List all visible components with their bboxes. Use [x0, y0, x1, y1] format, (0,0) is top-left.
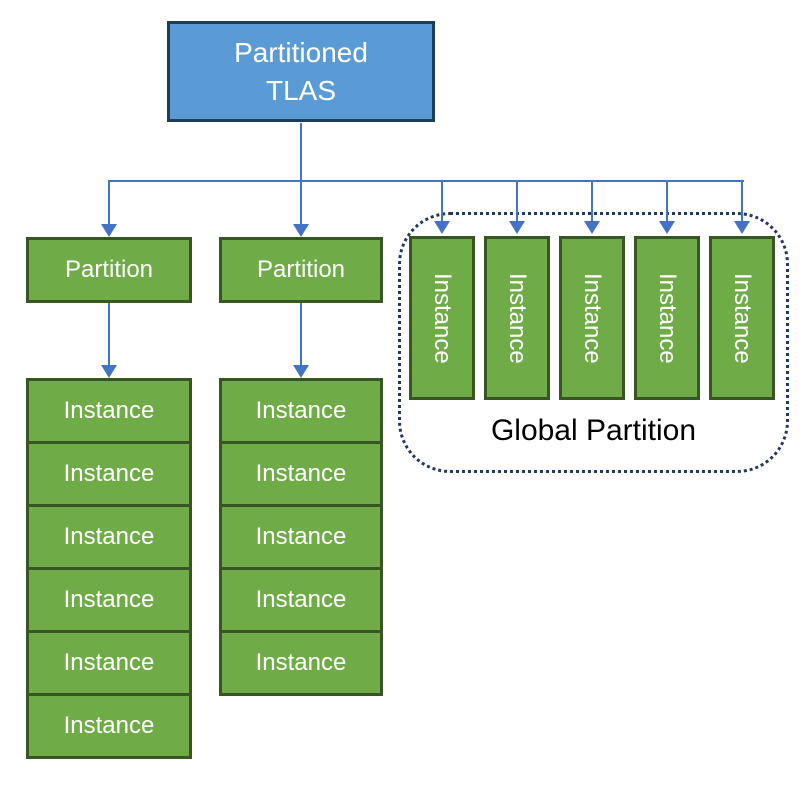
partition-node-left: Partition	[26, 237, 192, 303]
instance-label: Instance	[255, 523, 347, 550]
global-partition-group-outline	[398, 212, 789, 473]
instance-node: Instance	[26, 504, 192, 570]
instance-label: Instance	[579, 272, 606, 364]
instance-label: Instance	[63, 712, 155, 739]
root-node-partitioned-tlas: Partitioned TLAS	[167, 21, 435, 122]
instance-label: Instance	[729, 272, 756, 364]
instance-node-vertical: Instance	[409, 236, 475, 400]
instance-stack-middle: Instance Instance Instance Instance Inst…	[219, 378, 383, 696]
instance-label: Instance	[429, 272, 456, 364]
instance-node: Instance	[26, 378, 192, 444]
instance-node: Instance	[26, 441, 192, 507]
global-partition-label: Global Partition	[490, 414, 697, 447]
instance-label: Instance	[255, 397, 347, 424]
instance-label: Instance	[255, 649, 347, 676]
instance-stack-left: Instance Instance Instance Instance Inst…	[26, 378, 192, 759]
instance-node: Instance	[219, 378, 383, 444]
partition-node-middle: Partition	[219, 237, 383, 303]
instance-node: Instance	[26, 630, 192, 696]
root-node-label-line2: TLAS	[265, 74, 337, 106]
instance-label: Instance	[63, 586, 155, 613]
instance-node: Instance	[26, 567, 192, 633]
instance-label: Instance	[255, 460, 347, 487]
connector-trunk-line	[300, 123, 302, 225]
connector-partition-to-instances-left	[108, 303, 110, 365]
instance-node: Instance	[219, 441, 383, 507]
root-node-label-line1: Partitioned	[234, 36, 368, 68]
instance-label: Instance	[654, 272, 681, 364]
instance-node: Instance	[219, 504, 383, 570]
instance-label: Instance	[63, 523, 155, 550]
partition-node-middle-label: Partition	[256, 256, 346, 283]
connector-drop-left	[108, 180, 110, 224]
instance-label: Instance	[63, 460, 155, 487]
arrowhead-icon	[293, 224, 309, 237]
instance-node: Instance	[219, 567, 383, 633]
instance-label: Instance	[504, 272, 531, 364]
arrowhead-icon	[293, 365, 309, 378]
instance-node-vertical: Instance	[634, 236, 700, 400]
instance-node-vertical: Instance	[709, 236, 775, 400]
arrowhead-icon	[101, 365, 117, 378]
connector-branch-line	[109, 180, 744, 182]
instance-node: Instance	[219, 630, 383, 696]
arrowhead-icon	[101, 224, 117, 237]
instance-label: Instance	[63, 649, 155, 676]
instance-label: Instance	[63, 397, 155, 424]
instance-node-vertical: Instance	[484, 236, 550, 400]
connector-partition-to-instances-middle	[300, 303, 302, 365]
instance-node-vertical: Instance	[559, 236, 625, 400]
instance-node: Instance	[26, 693, 192, 759]
partition-node-left-label: Partition	[64, 256, 154, 283]
instance-label: Instance	[255, 586, 347, 613]
